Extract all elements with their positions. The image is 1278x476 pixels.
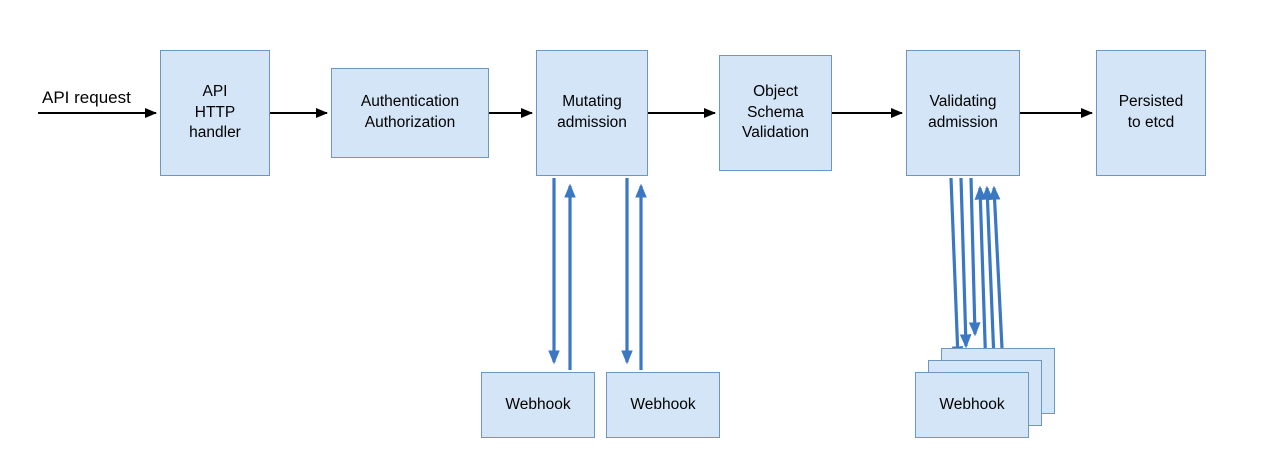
node-authentication-authorization-label: Authentication Authorization [360, 93, 460, 131]
node-webhook-validating: Webhook [915, 372, 1029, 438]
node-webhook-mutating-2: Webhook [606, 372, 720, 438]
api-request-label: API request [42, 88, 131, 107]
node-webhook-mutating-2-label: Webhook [630, 395, 696, 413]
node-validating-admission-label: Validating admission [928, 93, 998, 131]
node-webhook-validating-label: Webhook [939, 395, 1005, 413]
node-mutating-admission: Mutating admission [536, 50, 648, 176]
webhook-call-arrow-down-3a [949, 177, 964, 361]
node-webhook-mutating-1-label: Webhook [505, 395, 571, 413]
node-webhook-mutating-1: Webhook [481, 372, 595, 438]
webhook-call-arrow-down-3c [968, 177, 981, 337]
node-persisted-to-etcd: Persisted to etcd [1096, 50, 1206, 176]
node-mutating-admission-label: Mutating admission [557, 93, 627, 131]
node-object-schema-validation-label: Object Schema Validation [742, 82, 809, 142]
node-persisted-to-etcd-label: Persisted to etcd [1118, 93, 1184, 131]
webhook-return-arrow-up-3a [974, 185, 988, 373]
webhook-call-arrow-down-3b [959, 177, 972, 349]
webhook-return-arrow-up-3b [981, 185, 996, 361]
webhook-return-arrow-up-3c [988, 185, 1004, 349]
node-api-http-handler: API HTTP handler [160, 50, 270, 176]
node-api-http-handler-label: API HTTP handler [189, 82, 241, 142]
node-object-schema-validation: Object Schema Validation [719, 55, 832, 171]
node-authentication-authorization: Authentication Authorization [331, 68, 489, 158]
node-validating-admission: Validating admission [906, 50, 1020, 176]
